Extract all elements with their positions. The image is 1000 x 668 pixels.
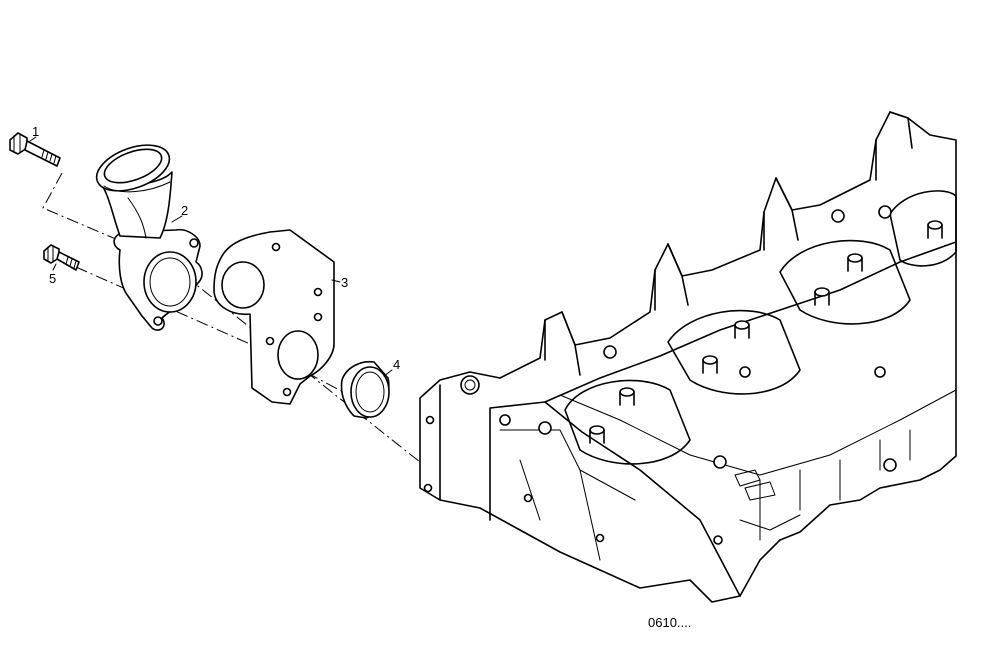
- assembly-centerlines: [42, 172, 421, 463]
- head-bolt-holes: [423, 205, 897, 545]
- callout-leaders: [29, 136, 393, 377]
- callout-1: 1: [32, 124, 39, 139]
- callout-labels: 1 2 3 4 5: [32, 124, 400, 372]
- valve-studs: [589, 220, 943, 444]
- callout-2: 2: [181, 203, 188, 218]
- part-4-seal-ring[interactable]: [340, 360, 390, 419]
- part-3-gasket-plate[interactable]: [213, 229, 335, 405]
- part-1-bolt[interactable]: [9, 132, 61, 167]
- part-2-water-outlet-elbow[interactable]: [90, 136, 203, 331]
- callout-5: 5: [49, 271, 56, 286]
- callout-4: 4: [393, 357, 400, 372]
- callout-3: 3: [341, 275, 348, 290]
- cylinder-head: [419, 111, 957, 603]
- part-5-bolt[interactable]: [43, 244, 80, 271]
- diagram-reference-code: 0610....: [648, 615, 691, 630]
